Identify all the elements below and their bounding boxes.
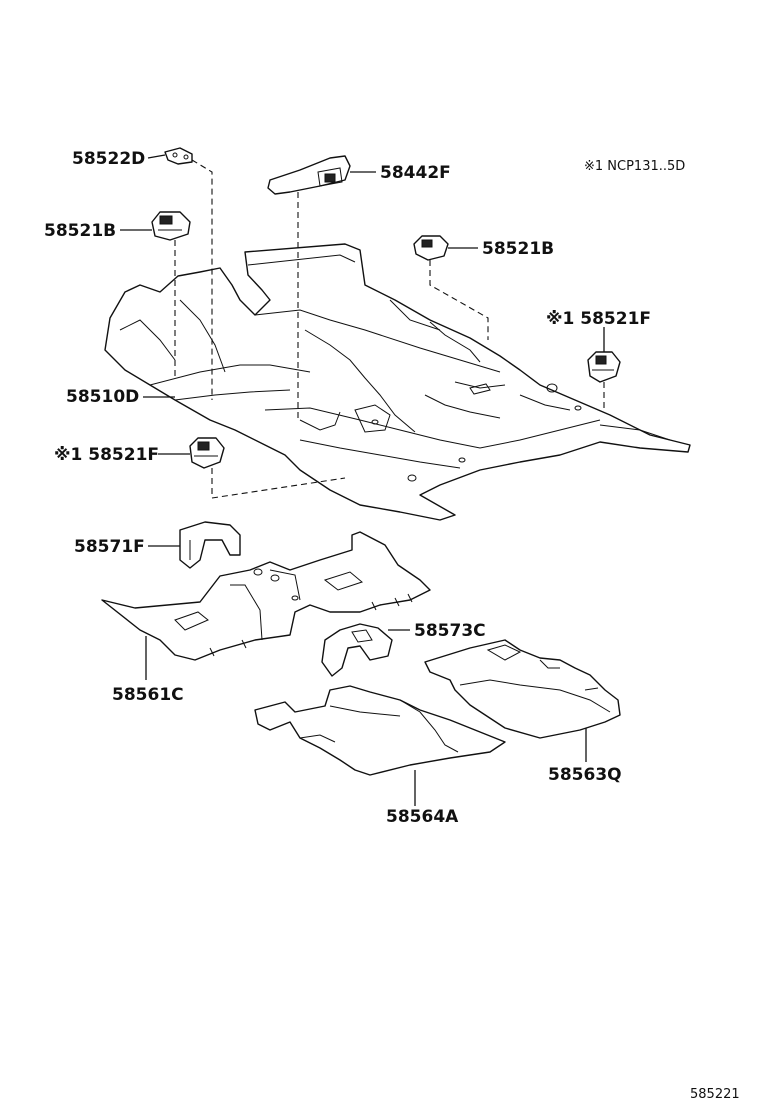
label-58442F: 58442F [380,163,451,183]
mat-58561C-shape [101,531,431,661]
leader-lines [120,154,605,806]
mat-58563Q-shape [424,639,621,739]
label-58564A: 58564A [386,807,459,827]
part-labels: 58522D 58442F 58521B 58521B ※1 58521F 58… [44,149,740,1102]
label-58510D: 58510D [66,387,139,407]
label-58521B-right: 58521B [482,239,554,259]
label-58563Q: 58563Q [548,765,622,785]
diagram-code: 585221 [690,1087,740,1102]
clip-58521B-left-shape [151,211,191,241]
applicability-note: ※1 NCP131..5D [584,159,685,174]
clip-58521B-right-shape [413,235,449,261]
clip-58521F-right-shape [587,351,621,383]
mat-58564A-shape [254,685,506,776]
label-58571F: 58571F [74,537,145,557]
bracket-58571F-shape [179,521,241,569]
label-58573C: 58573C [414,621,486,641]
label-58521B-left: 58521B [44,221,116,241]
floor-carpet-main [104,243,691,521]
floor-carpet-assembly [104,243,691,521]
bracket-58573C-shape [321,623,393,677]
label-58521F-right: ※1 58521F [546,309,651,329]
clip-58521F-left-shape [189,437,225,469]
clip-58522D-shape [164,147,193,165]
assembly-dashed-lines [174,159,605,499]
label-58521F-left: ※1 58521F [54,445,159,465]
label-58522D: 58522D [72,149,145,169]
label-58561C: 58561C [112,685,184,705]
scuff-58442F-shape [267,155,351,195]
